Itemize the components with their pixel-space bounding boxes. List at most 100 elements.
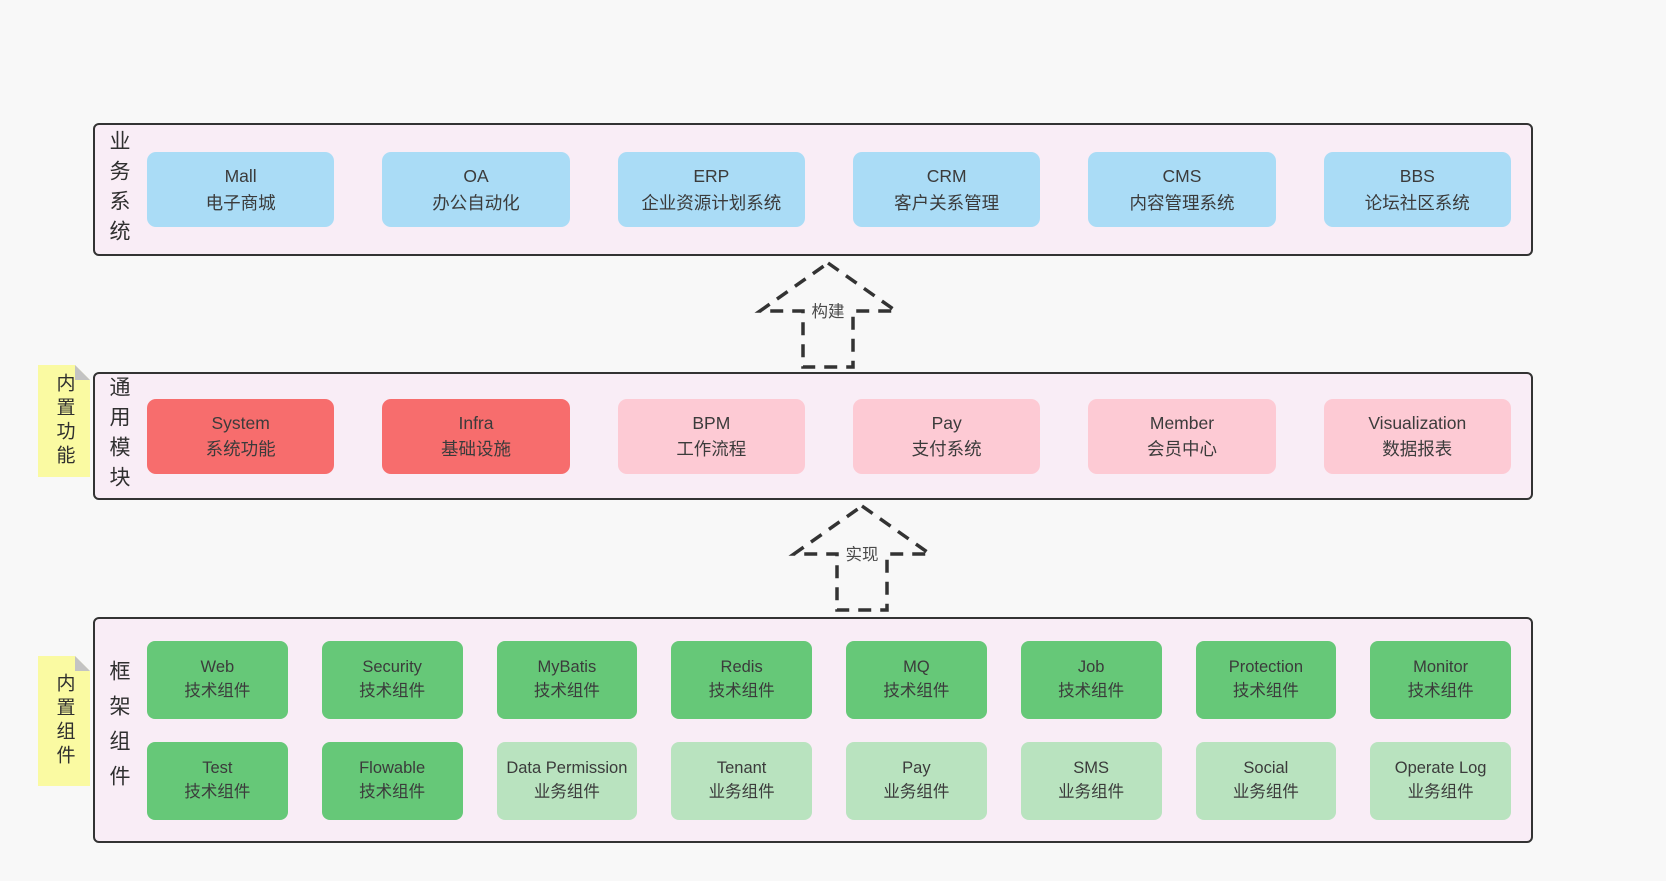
business-system-boxes: Mall 电子商城 OA 办公自动化 ERP 企业资源计划系统 CRM 客户关系… <box>141 125 1531 254</box>
box-monitor: Monitor 技术组件 <box>1370 640 1511 719</box>
box-tenant: Tenant 业务组件 <box>671 741 812 820</box>
box-title: SMS <box>1073 758 1109 777</box>
box-subtitle: 技术组件 <box>883 681 950 700</box>
box-title: OA <box>463 166 489 187</box>
box-subtitle: 基础设施 <box>440 439 511 459</box>
box-subtitle: 内容管理系统 <box>1129 192 1235 213</box>
box-subtitle: 业务组件 <box>1058 782 1125 801</box>
box-subtitle: 企业资源计划系统 <box>641 192 782 213</box>
box-title: Test <box>202 758 233 777</box>
box-operate-log: Operate Log 业务组件 <box>1370 741 1511 820</box>
box-social: Social 业务组件 <box>1195 741 1337 820</box>
box-subtitle: 技术组件 <box>359 782 426 801</box>
box-subtitle: 技术组件 <box>1232 681 1299 700</box>
box-title: CRM <box>926 166 967 187</box>
box-subtitle: 技术组件 <box>533 681 600 700</box>
box-subtitle: 客户关系管理 <box>894 192 1000 213</box>
box-subtitle: 技术组件 <box>359 681 426 700</box>
box-mybatis: MyBatis 技术组件 <box>496 640 638 719</box>
box-title: System <box>211 412 270 433</box>
box-title: Infra <box>458 412 494 433</box>
box-subtitle: 技术组件 <box>1058 681 1125 700</box>
box-subtitle: 会员中心 <box>1146 439 1217 459</box>
band-common-modules: 通用模块 System 系统功能 Infra 基础设施 BPM 工作流程 Pay… <box>93 372 1533 500</box>
box-title: Pay <box>902 758 931 777</box>
box-title: Web <box>200 657 235 676</box>
box-mq: MQ 技术组件 <box>846 640 987 719</box>
sticky-note-built-in-components: 内置组件 <box>38 656 90 786</box>
box-protection: Protection 技术组件 <box>1195 640 1337 719</box>
sticky-note-built-in-features: 内置功能 <box>38 365 90 477</box>
box-subtitle: 技术组件 <box>1407 681 1474 700</box>
tech-component-row: Web 技术组件 Security 技术组件 MyBatis 技术组件 Redi… <box>147 640 1511 719</box>
sticky-note-label: 内置组件 <box>53 673 75 769</box>
box-subtitle: 论坛社区系统 <box>1364 192 1470 213</box>
box-title: BPM <box>692 412 731 433</box>
box-title: Redis <box>720 657 763 676</box>
box-subtitle: 业务组件 <box>1407 782 1474 801</box>
box-cms: CMS 内容管理系统 <box>1088 152 1276 227</box>
box-title: Pay <box>931 412 962 433</box>
box-bbs: BBS 论坛社区系统 <box>1323 152 1511 227</box>
box-title: MyBatis <box>537 657 597 676</box>
arrow-implement-label: 实现 <box>842 540 882 566</box>
box-title: Data Permission <box>506 758 628 777</box>
band-label-business-systems: 业务系统 <box>107 129 130 250</box>
box-test: Test 技术组件 <box>147 741 288 820</box>
box-visualization: Visualization 数据报表 <box>1323 398 1511 474</box>
box-title: CMS <box>1162 166 1202 187</box>
box-bpm: BPM 工作流程 <box>617 398 805 474</box>
arrow-implement: 实现 <box>782 500 942 614</box>
box-member: Member 会员中心 <box>1088 398 1276 474</box>
box-subtitle: 技术组件 <box>184 681 251 700</box>
biz-component-row: Test 技术组件 Flowable 技术组件 Data Permission … <box>147 741 1511 820</box>
box-redis: Redis 技术组件 <box>671 640 812 719</box>
box-title: Member <box>1149 412 1215 433</box>
box-subtitle: 支付系统 <box>911 439 982 459</box>
box-infra: Infra 基础设施 <box>382 398 570 474</box>
box-title: Mall <box>224 166 257 187</box>
box-subtitle: 工作流程 <box>676 439 747 459</box>
box-pay-component: Pay 业务组件 <box>846 741 987 820</box>
box-security: Security 技术组件 <box>321 640 463 719</box>
box-pay-module: Pay 支付系统 <box>852 398 1041 474</box>
band-label-framework-components: 框架组件 <box>107 660 130 800</box>
box-web: Web 技术组件 <box>147 640 288 719</box>
box-data-permission: Data Permission 业务组件 <box>496 741 638 820</box>
box-title: Security <box>362 657 422 676</box>
box-subtitle: 业务组件 <box>533 782 600 801</box>
box-title: Job <box>1077 657 1105 676</box>
box-subtitle: 技术组件 <box>184 782 251 801</box>
box-title: Tenant <box>716 758 767 777</box>
box-subtitle: 系统功能 <box>205 439 276 459</box>
band-framework-components: 框架组件 Web 技术组件 Security 技术组件 MyBatis 技术组件… <box>93 617 1533 843</box>
box-system: System 系统功能 <box>147 398 335 474</box>
box-subtitle: 技术组件 <box>708 681 775 700</box>
arrow-build-label: 构建 <box>808 297 848 323</box>
box-crm: CRM 客户关系管理 <box>852 152 1041 227</box>
sticky-note-label: 内置功能 <box>53 373 75 469</box>
box-sms: SMS 业务组件 <box>1020 741 1162 820</box>
box-title: Visualization <box>1368 412 1467 433</box>
box-title: ERP <box>693 166 730 187</box>
box-title: MQ <box>903 657 930 676</box>
box-subtitle: 业务组件 <box>883 782 950 801</box>
band-business-systems: 业务系统 Mall 电子商城 OA 办公自动化 ERP 企业资源计划系统 CRM… <box>93 123 1533 256</box>
box-subtitle: 业务组件 <box>708 782 775 801</box>
box-title: BBS <box>1399 166 1435 187</box>
common-module-boxes: System 系统功能 Infra 基础设施 BPM 工作流程 Pay 支付系统… <box>141 374 1531 498</box>
box-title: Social <box>1243 758 1289 777</box>
box-title: Protection <box>1228 657 1304 676</box>
band-label-common-modules: 通用模块 <box>107 376 130 496</box>
box-title: Flowable <box>359 758 426 777</box>
box-title: Monitor <box>1413 657 1469 676</box>
box-flowable: Flowable 技术组件 <box>321 741 463 820</box>
box-mall: Mall 电子商城 <box>147 152 335 227</box>
box-title: Operate Log <box>1394 758 1487 777</box>
framework-component-rows: Web 技术组件 Security 技术组件 MyBatis 技术组件 Redi… <box>141 619 1531 841</box>
box-subtitle: 电子商城 <box>205 192 276 213</box>
box-subtitle: 业务组件 <box>1232 782 1299 801</box>
box-job: Job 技术组件 <box>1020 640 1162 719</box>
arrow-build: 构建 <box>748 257 908 371</box>
